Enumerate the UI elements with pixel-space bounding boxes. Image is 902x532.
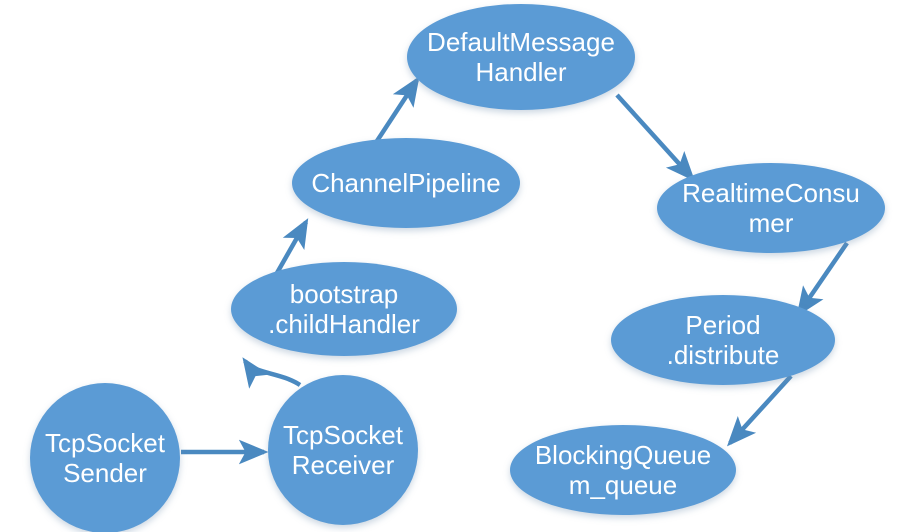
node-label: TcpSocket Receiver	[283, 419, 403, 480]
node-bootstrap-child-handler[interactable]: bootstrap .childHandler	[231, 262, 457, 356]
node-label: Period .distribute	[666, 309, 780, 370]
node-label: bootstrap .childHandler	[268, 278, 420, 339]
node-realtime-consumer[interactable]: RealtimeConsu mer	[657, 163, 885, 253]
node-channel-pipeline[interactable]: ChannelPipeline	[292, 138, 520, 228]
node-label: ChannelPipeline	[311, 167, 501, 198]
node-blocking-queue[interactable]: BlockingQueue m_queue	[510, 425, 736, 515]
node-label: DefaultMessage Handler	[427, 26, 615, 87]
node-period-distribute[interactable]: Period .distribute	[611, 295, 835, 385]
node-label: TcpSocket Sender	[45, 427, 165, 488]
edge-receiver-to-bootstrap	[242, 357, 302, 389]
node-label: RealtimeConsu mer	[682, 177, 860, 238]
node-tcp-socket-sender[interactable]: TcpSocket Sender	[30, 383, 180, 532]
edge-period-to-queue	[726, 374, 793, 447]
node-tcp-socket-receiver[interactable]: TcpSocket Receiver	[268, 375, 418, 525]
edge-pipeline-to-handler	[373, 76, 420, 146]
node-label: BlockingQueue m_queue	[534, 439, 712, 500]
edge-consumer-to-period	[796, 241, 849, 317]
node-default-message-handler[interactable]: DefaultMessage Handler	[407, 4, 635, 110]
edge-handler-to-consumer	[615, 93, 696, 182]
